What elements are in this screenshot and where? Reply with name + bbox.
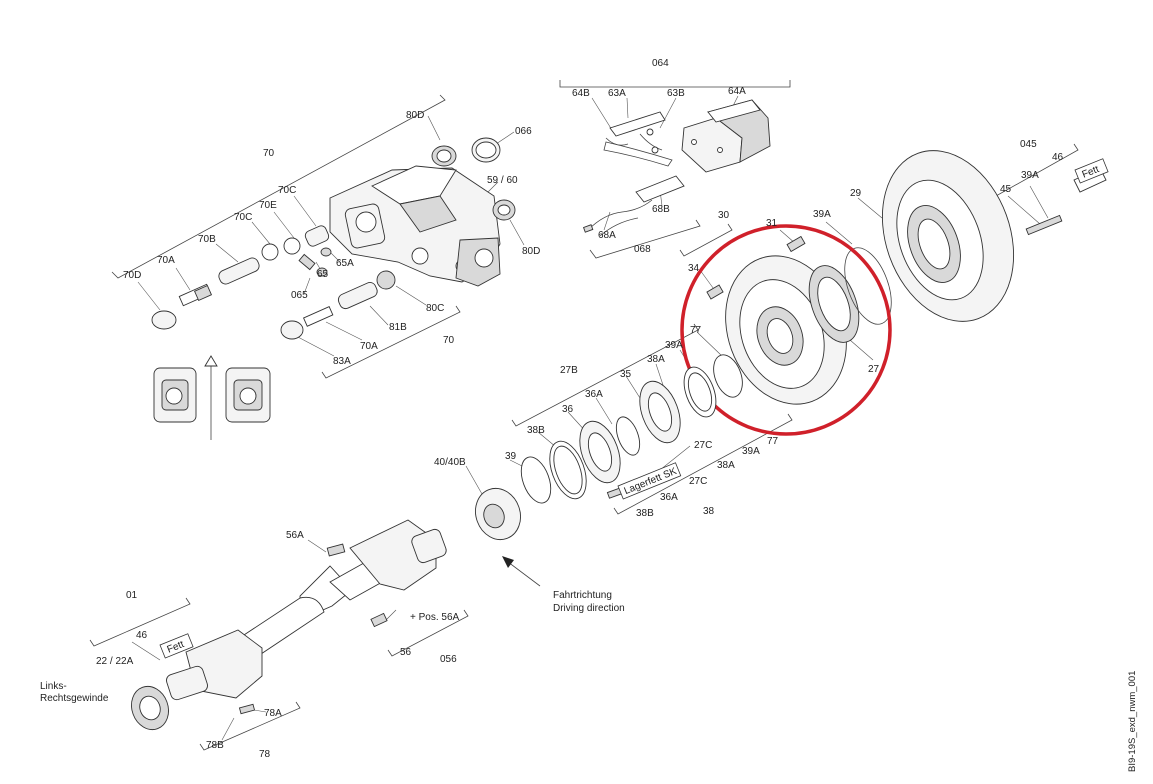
label-77-top: 77 [690, 325, 702, 336]
wheel-hub [680, 224, 892, 436]
label-36A-bottom: 36A [660, 492, 678, 503]
label-78A: 78A [264, 708, 282, 719]
label-066: 066 [515, 126, 532, 137]
label-81B: 81B [389, 322, 407, 333]
brake-disc [881, 150, 1107, 322]
label-56A: 56A [286, 530, 304, 541]
label-59-60: 59 / 60 [487, 175, 518, 186]
direction-label-en: Driving direction [553, 603, 625, 614]
part-labels: 064 64B 63A 63B 64A 68A 68B 068 80D 066 … [96, 58, 1064, 760]
label-27B: 27B [560, 365, 578, 376]
label-22-22A: 22 / 22A [96, 656, 134, 667]
label-39: 39 [505, 451, 517, 462]
direction-arrow [502, 556, 541, 587]
label-39A-mid: 39A [813, 209, 831, 220]
label-70A-top: 70A [157, 255, 175, 266]
brake-pad-set [582, 99, 771, 237]
label-45: 45 [1000, 184, 1012, 195]
label-39A-right: 39A [742, 446, 760, 457]
thread-note-line2: Rechtsgewinde [40, 693, 109, 704]
label-39A-top: 39A [1021, 170, 1039, 181]
label-38A-right: 38A [717, 460, 735, 471]
label-70C-b: 70C [234, 212, 252, 223]
label-46-top: 46 [1052, 152, 1064, 163]
thread-note-line1: Links- [40, 681, 67, 692]
label-068: 068 [634, 244, 651, 255]
label-065: 065 [291, 290, 308, 301]
label-27C-bottom: 27C [689, 476, 707, 487]
drawing-id: BI9-19S_exd_nwm_001 [1127, 671, 1138, 772]
direction-label-de: Fahrtrichtung [553, 590, 612, 601]
group-brackets [89, 80, 1079, 751]
label-34: 34 [688, 263, 700, 274]
label-78B: 78B [206, 740, 224, 751]
label-46-bottom: 46 [136, 630, 148, 641]
label-27: 27 [868, 364, 880, 375]
label-80D-right: 80D [522, 246, 540, 257]
axle-assembly [131, 519, 447, 731]
label-70C-a: 70C [278, 185, 296, 196]
label-29: 29 [850, 188, 862, 199]
label-70D: 70D [123, 270, 141, 281]
label-63A: 63A [608, 88, 626, 99]
label-064: 064 [652, 58, 669, 69]
label-68A: 68A [598, 230, 616, 241]
label-36: 36 [562, 404, 574, 415]
label-78: 78 [259, 749, 271, 760]
label-80D-top: 80D [406, 110, 424, 121]
label-056: 056 [440, 654, 457, 665]
label-56: 56 [400, 647, 412, 658]
label-01: 01 [126, 590, 138, 601]
label-70E: 70E [259, 200, 277, 211]
label-pos-56A: + Pos. 56A [410, 612, 460, 623]
label-35: 35 [620, 369, 632, 380]
caliper-orientation-views [153, 355, 271, 440]
label-65A: 65A [336, 258, 354, 269]
label-36A-top: 36A [585, 389, 603, 400]
label-30: 30 [718, 210, 730, 221]
fett-tag-bottom: Fett [159, 633, 194, 659]
label-68B: 68B [652, 204, 670, 215]
label-77-right: 77 [767, 436, 779, 447]
highlight-circle [680, 224, 892, 436]
label-70-top: 70 [263, 148, 275, 159]
label-70B: 70B [198, 234, 216, 245]
label-38B-top: 38B [527, 425, 545, 436]
label-31: 31 [766, 218, 778, 229]
label-38: 38 [703, 506, 715, 517]
label-38A-top: 38A [647, 354, 665, 365]
label-64B: 64B [572, 88, 590, 99]
notes: Fahrtrichtung Driving direction Links- R… [40, 590, 1138, 772]
brake-caliper [151, 137, 516, 340]
label-39A-left: 39A [665, 340, 683, 351]
label-045: 045 [1020, 139, 1037, 150]
fett-tag-top: Fett [1074, 158, 1109, 184]
label-27C-top: 27C [694, 440, 712, 451]
bearing-set [475, 354, 743, 541]
label-83A: 83A [333, 356, 351, 367]
label-70-bottom: 70 [443, 335, 455, 346]
label-64A: 64A [728, 86, 746, 97]
label-63B: 63B [667, 88, 685, 99]
label-40-40B: 40/40B [434, 457, 466, 468]
label-80C: 80C [426, 303, 444, 314]
label-65: 65 [317, 269, 329, 280]
label-38B-bottom: 38B [636, 508, 654, 519]
label-70A-bottom: 70A [360, 341, 378, 352]
